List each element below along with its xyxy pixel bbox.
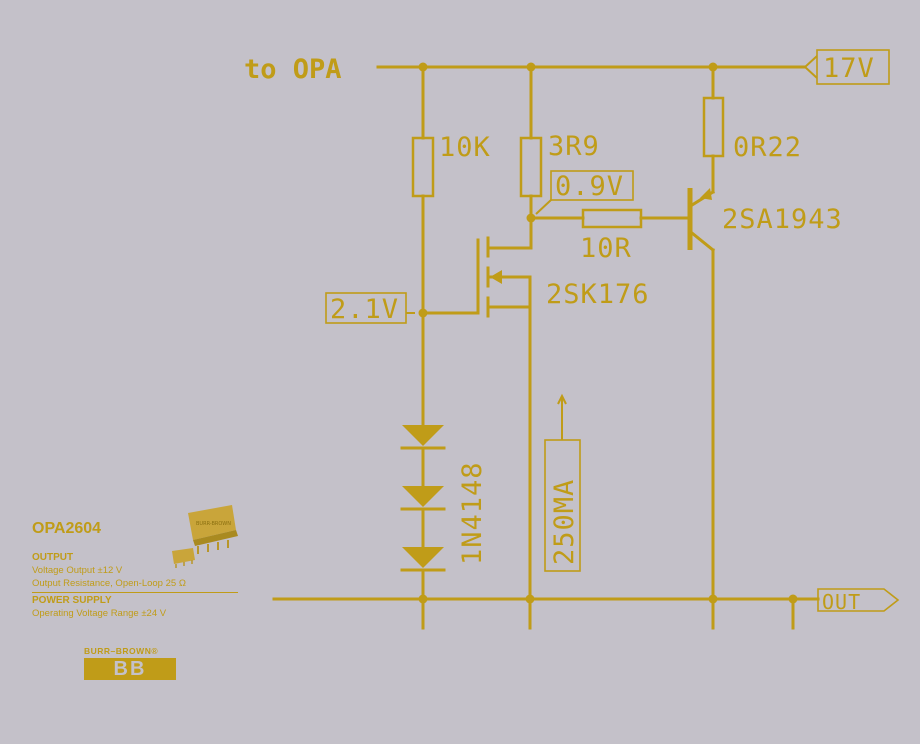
node-09v-label: 0.9V [555,171,624,202]
middle-branch [519,65,543,630]
junction-dots [418,62,798,604]
node-21v-marker [325,292,415,324]
logo-mark: BB [84,658,176,680]
node-21v-label: 2.1V [330,294,399,325]
spec-output-row: Voltage Output ±12 V [32,565,123,576]
jfet-symbol [486,236,532,318]
jfet-label: 2SK176 [546,279,650,310]
base-resistor [529,208,690,229]
pnp-transistor-symbol [687,188,716,630]
opamp-chip-illustration: BURR-BROWN [172,505,238,568]
resistor-3r9-label: 3R9 [548,131,600,162]
bottom-rail-wire [272,597,820,630]
opamp-spec-block: OPA2604 OUTPUT Voltage Output ±12 V Outp… [32,520,242,620]
pnp-label: 2SA1943 [722,204,843,235]
current-annotation [544,393,581,572]
gate-wire [421,238,480,315]
right-branch [702,65,725,194]
diode-label: 1N4148 [457,461,488,565]
logo-name: BURR–BROWN® [84,646,159,656]
resistor-0r22-label: 0R22 [733,132,802,163]
spec-power-header: POWER SUPPLY [32,595,112,606]
spec-output-row: Output Resistance, Open-Loop 25 Ω [32,578,186,589]
supply-terminal: 17V [803,49,890,85]
spec-divider [32,592,238,593]
to-opa-label: to OPA [244,54,342,85]
svg-text:BURR-BROWN: BURR-BROWN [196,521,231,527]
supply-label: 17V [823,53,875,84]
resistor-10k-label: 10K [439,132,491,163]
spec-power-row: Operating Voltage Range ±24 V [32,608,167,619]
current-label: 250MA [549,479,580,565]
spec-output-header: OUTPUT [32,552,74,563]
output-terminal [817,588,900,612]
node-09v-marker [535,170,634,215]
diode-string [400,425,446,582]
output-label: OUT [822,590,861,614]
resistor-10r-label: 10R [580,233,632,264]
burr-brown-logo: BURR–BROWN® BB [84,646,188,682]
spec-title: OPA2604 [32,520,102,537]
